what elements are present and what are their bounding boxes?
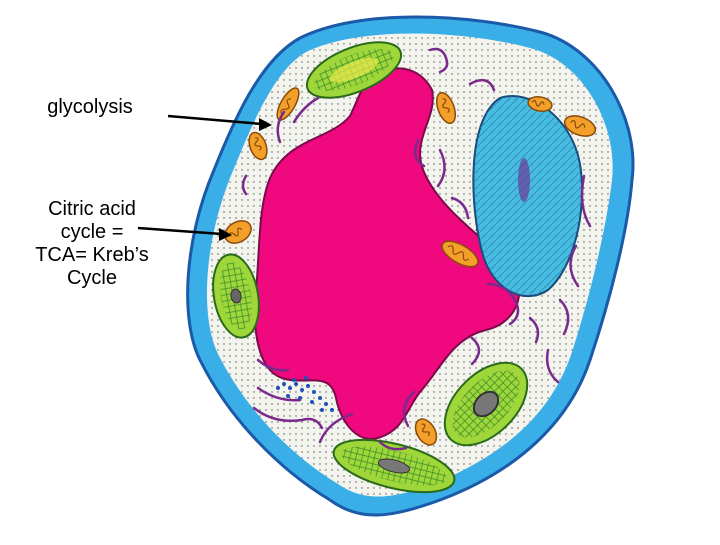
endoplasmic-reticulum — [241, 47, 592, 451]
arrow-krebs — [137, 226, 232, 241]
mitochondrion-upper-right-a — [527, 96, 553, 112]
mitochondrion-upper-right-b — [563, 115, 597, 137]
krebs-label-line: Cycle — [66, 267, 117, 289]
krebs-label-line: Citric acid — [48, 198, 136, 220]
chloroplast-right — [443, 361, 529, 447]
nucleolus — [518, 158, 530, 202]
mitochondrion-upper-mid — [435, 91, 457, 125]
chloroplast-left — [212, 253, 260, 339]
arrow-glycolysis — [167, 114, 272, 131]
central-vacuole — [253, 67, 521, 440]
krebs-label-line: cycle = — [60, 221, 124, 243]
chloroplast-top — [305, 41, 403, 99]
chloroplast-bottom — [332, 438, 456, 494]
mitochondrion-right-mid — [441, 240, 479, 268]
krebs-cycle-label: Citric acid cycle = TCA= Kreb’s Cycle — [2, 198, 182, 290]
mitochondrion-krebs-site — [224, 220, 252, 244]
krebs-label-line: TCA= Kreb’s — [35, 244, 149, 266]
glycolysis-label: glycolysis — [47, 96, 133, 118]
ribosome-cluster — [276, 376, 334, 412]
mitochondrion-bottom — [414, 418, 438, 446]
mitochondrion-left-upper — [248, 131, 268, 161]
